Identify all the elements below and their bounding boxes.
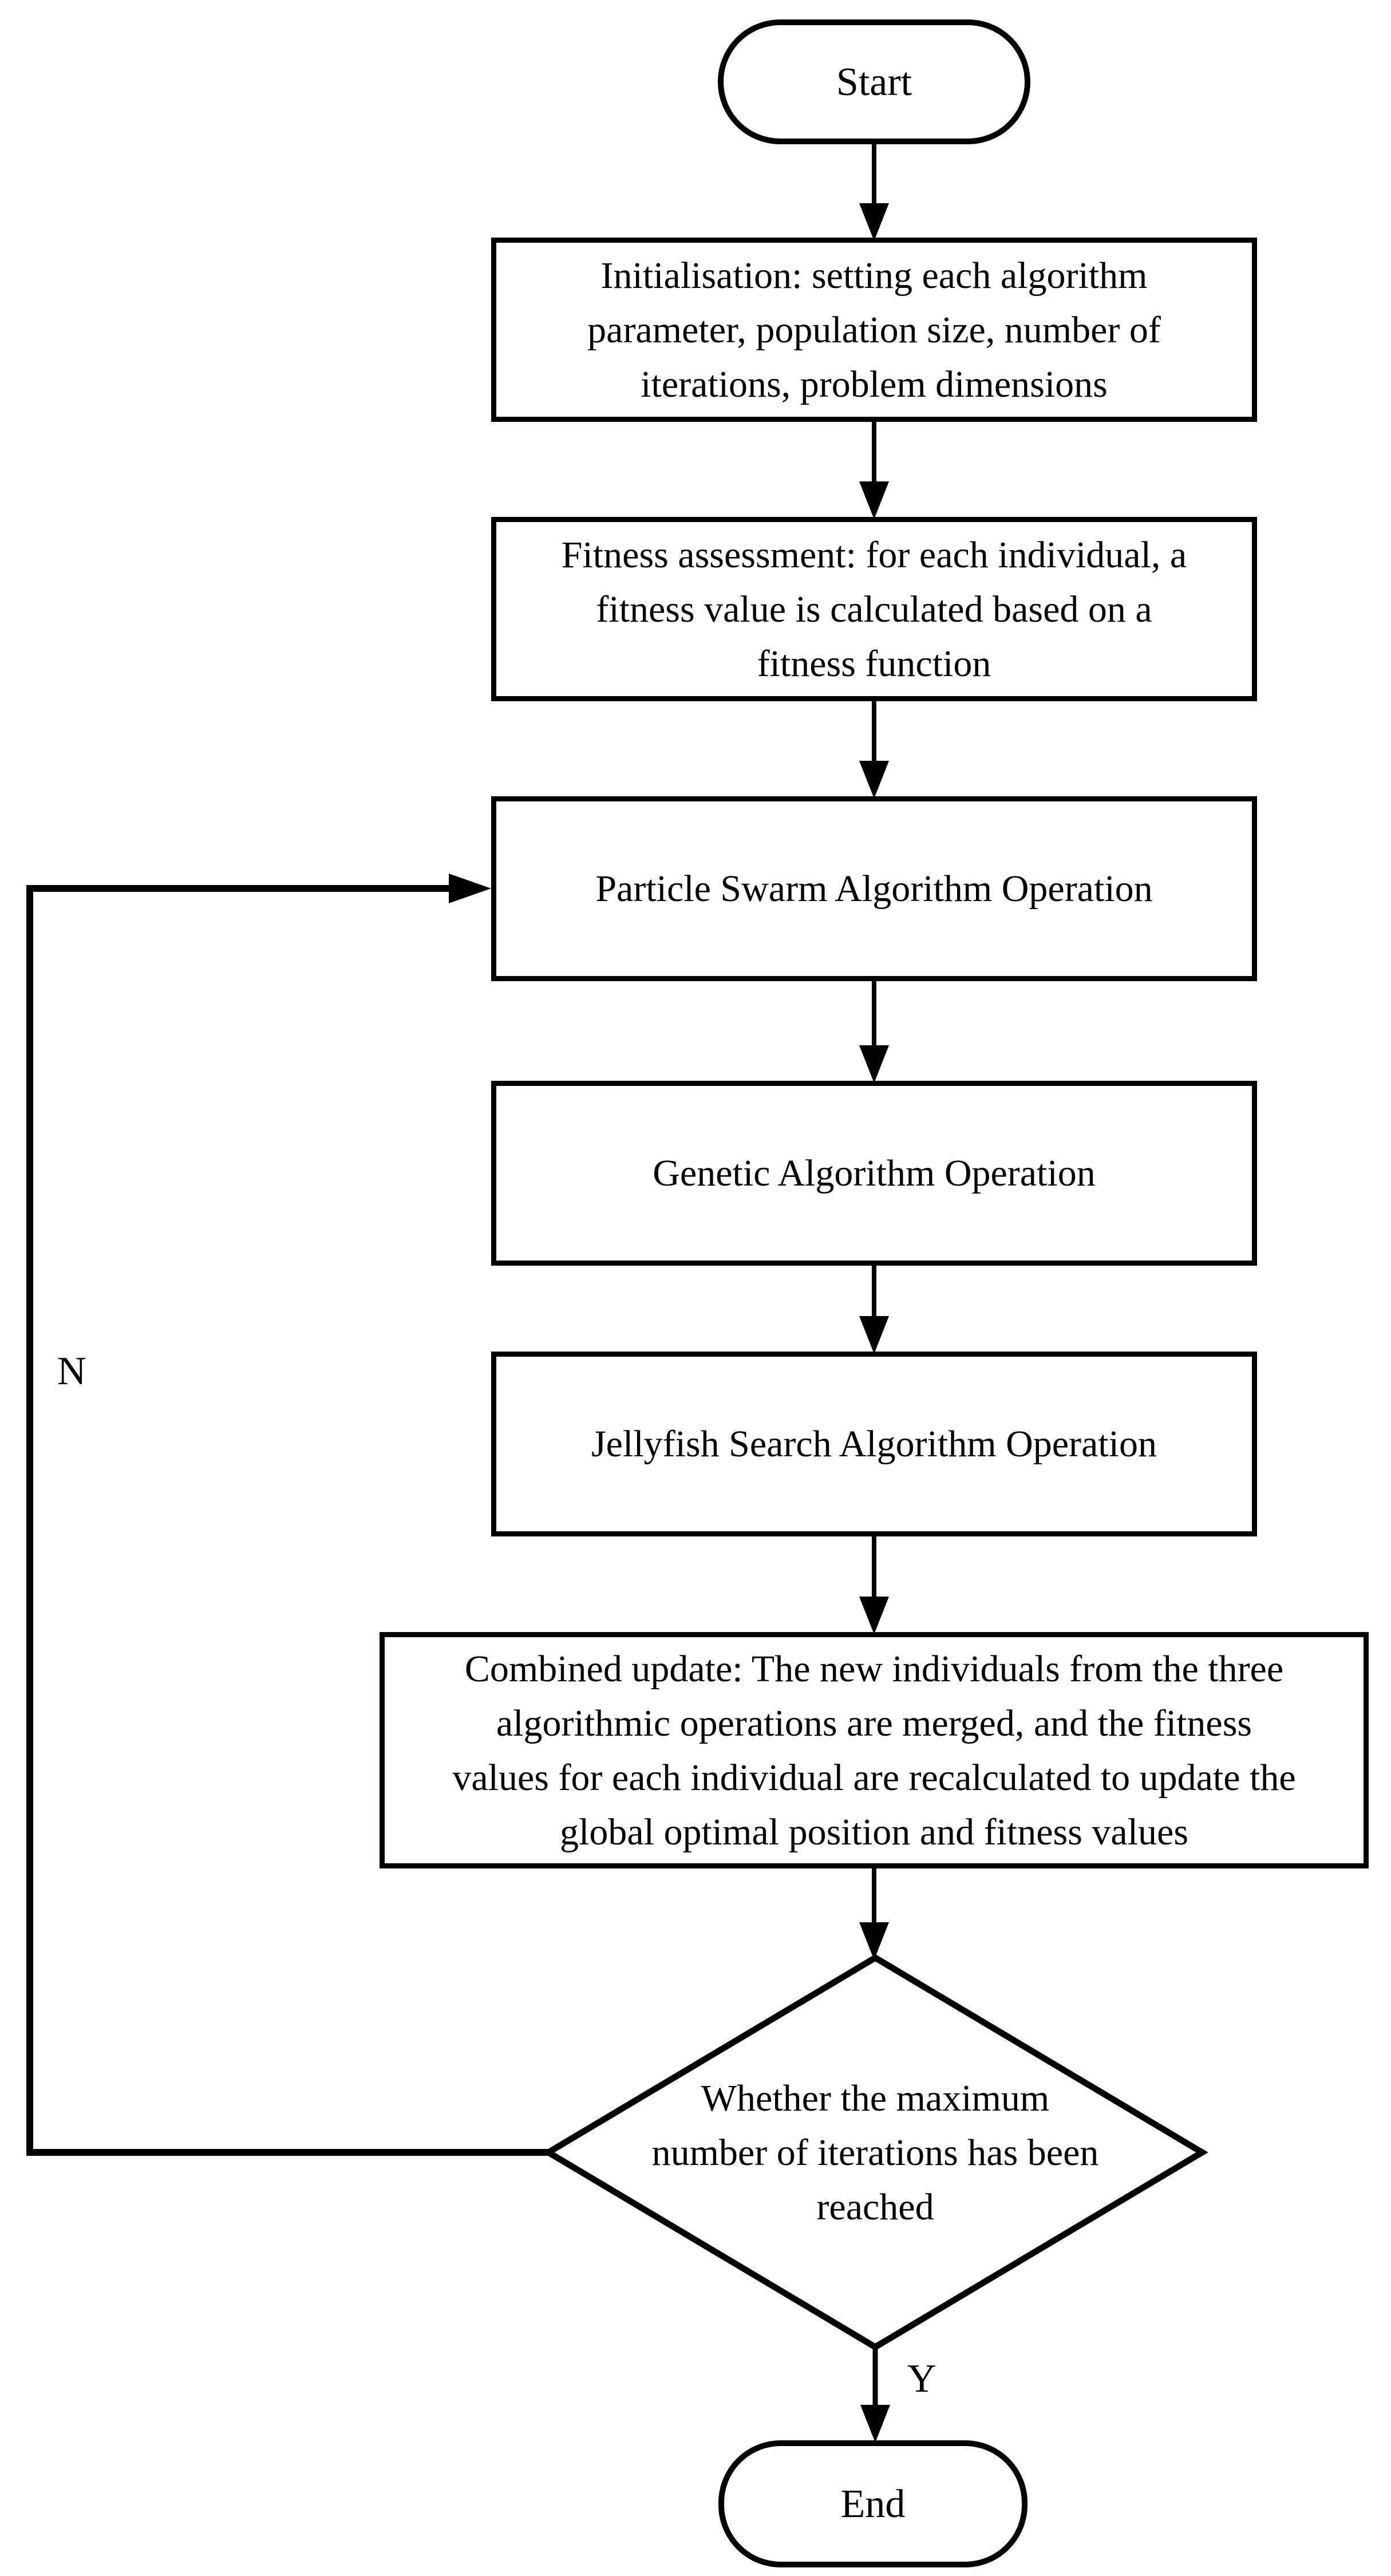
jellyfish-search-node-label: Jellyfish Search Algorithm Operation — [591, 1423, 1157, 1465]
arrowhead-decision-end-icon — [860, 2405, 890, 2443]
particle-swarm-node-label: Particle Swarm Algorithm Operation — [595, 868, 1153, 910]
arrowhead-jelly-combined-icon — [859, 1597, 889, 1634]
loop-back-arrowhead-icon — [449, 874, 491, 903]
combined-update-node: Combined update: The new individuals fro… — [380, 1632, 1369, 1868]
end-node: End — [718, 2440, 1028, 2567]
start-node-label: Start — [836, 60, 912, 104]
combined-update-node-label: Combined update: The new individuals fro… — [452, 1647, 1296, 1853]
decision-node-label: Whether the maximum number of iterations… — [651, 2077, 1099, 2228]
loop-back-line — [26, 885, 548, 2156]
yes-branch-label: Y — [907, 2357, 936, 2401]
start-node: Start — [718, 19, 1030, 144]
jellyfish-search-node: Jellyfish Search Algorithm Operation — [491, 1352, 1257, 1536]
arrowhead-fitness-pso-icon — [859, 761, 889, 799]
genetic-algorithm-node-label: Genetic Algorithm Operation — [653, 1152, 1096, 1194]
fitness-assessment-node: Fitness assessment: for each individual,… — [491, 517, 1257, 701]
arrowhead-pso-ga-icon — [859, 1045, 889, 1083]
end-node-label: End — [840, 2482, 906, 2526]
arrowhead-ga-jelly-icon — [859, 1316, 889, 1354]
fitness-assessment-node-label: Fitness assessment: for each individual,… — [561, 534, 1187, 685]
genetic-algorithm-node: Genetic Algorithm Operation — [491, 1081, 1257, 1266]
particle-swarm-node: Particle Swarm Algorithm Operation — [491, 796, 1257, 981]
arrowhead-init-fitness-icon — [859, 481, 889, 519]
arrowhead-combined-decision-icon — [859, 1922, 889, 1960]
arrowhead-start-init-icon — [859, 203, 889, 241]
initialisation-node: Initialisation: setting each algorithm p… — [491, 238, 1257, 422]
no-branch-label: N — [57, 1349, 86, 1393]
initialisation-node-label: Initialisation: setting each algorithm p… — [587, 254, 1161, 405]
